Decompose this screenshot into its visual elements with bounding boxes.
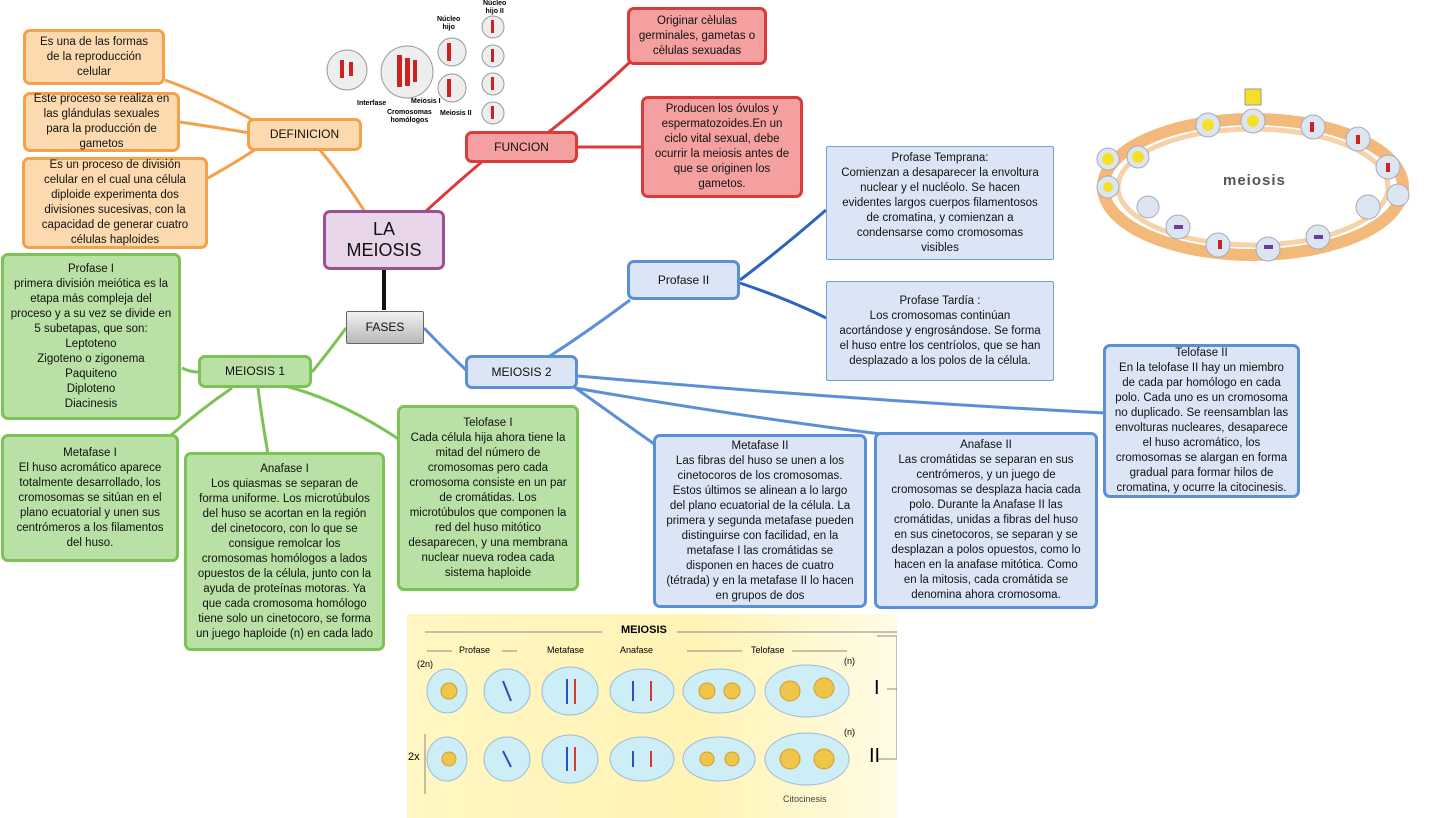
anafase-i-box[interactable]: Anafase I Los quiasmas se separan de for… [184,452,385,651]
roman-ii: II [869,745,881,767]
label-nucleo-hijo: Núcleo hijo [437,16,461,31]
definicion-item-3[interactable]: Es un proceso de división celular en el … [22,157,208,249]
meiosis-top-illustration: Núcleo hijo Núcleo hijo II Interfase Cro… [325,0,510,130]
funcion-item-1[interactable]: Originar cèlulas germinales, gametas o c… [627,7,767,65]
meiosis-cycle-illustration: meiosis [1068,87,1428,277]
profase-tardia-box[interactable]: Profase Tardía : Los cromosomas continúa… [826,281,1054,381]
ploidy-n-bottom: (n) [844,727,855,737]
stage-telofase: Telofase [751,645,785,655]
profase-temprana-box[interactable]: Profase Temprana: Comienzan a desaparece… [826,146,1054,260]
ploidy-n-top: (n) [844,656,855,666]
stage-anafase: Anafase [620,645,654,655]
label-meiosis-i: Meiosis I [411,98,441,105]
funcion-node[interactable]: FUNCION [465,131,578,163]
label-nucleo-hijo-ii: Núcleo hijo II [483,0,507,15]
label-interfase: Interfase [357,100,387,107]
label-cromosomas-homologos: Cromosomas homólogos [387,109,432,124]
stage-profase: Profase [459,645,491,655]
roman-i: I [874,677,880,699]
funcion-item-2[interactable]: Producen los óvulos y espermatozoides.En… [641,96,803,198]
metafase-ii-box[interactable]: Metafase II Las fibras del huso se unen … [653,434,867,608]
label-citocinesis: Citocinesis [783,794,827,804]
phases-title: MEIOSIS [621,624,667,636]
profase-ii-node[interactable]: Profase II [627,260,740,300]
telofase-i-box[interactable]: Telofase I Cada célula hija ahora tiene … [397,405,579,591]
telofase-ii-box[interactable]: Telofase II En la telofase II hay un mie… [1103,344,1300,498]
anafase-ii-box[interactable]: Anafase II Las cromátidas se separan en … [874,432,1098,609]
definicion-node[interactable]: DEFINICION [247,118,362,151]
cycle-label: meiosis [1223,172,1286,189]
definicion-item-1[interactable]: Es una de las formas de la reproducción … [23,29,165,85]
profase-i-box[interactable]: Profase I primera división meiótica es l… [1,253,181,420]
label-meiosis-ii: Meiosis II [440,110,472,117]
ploidy-2n: (2n) [417,659,434,669]
meiosis-2-node[interactable]: MEIOSIS 2 [465,355,578,389]
fases-node[interactable]: FASES [346,311,424,344]
definicion-item-2[interactable]: Este proceso se realiza en las glándulas… [23,92,180,152]
meiosis-1-node[interactable]: MEIOSIS 1 [198,355,312,388]
label-2x: 2x [408,751,420,763]
stage-metafase: Metafase [547,645,585,655]
metafase-i-box[interactable]: Metafase I El huso acromático aparece to… [1,434,179,562]
main-title[interactable]: LA MEIOSIS [323,210,445,270]
meiosis-phases-illustration: MEIOSIS Profase Metafase Anafase Telofas… [407,614,897,818]
